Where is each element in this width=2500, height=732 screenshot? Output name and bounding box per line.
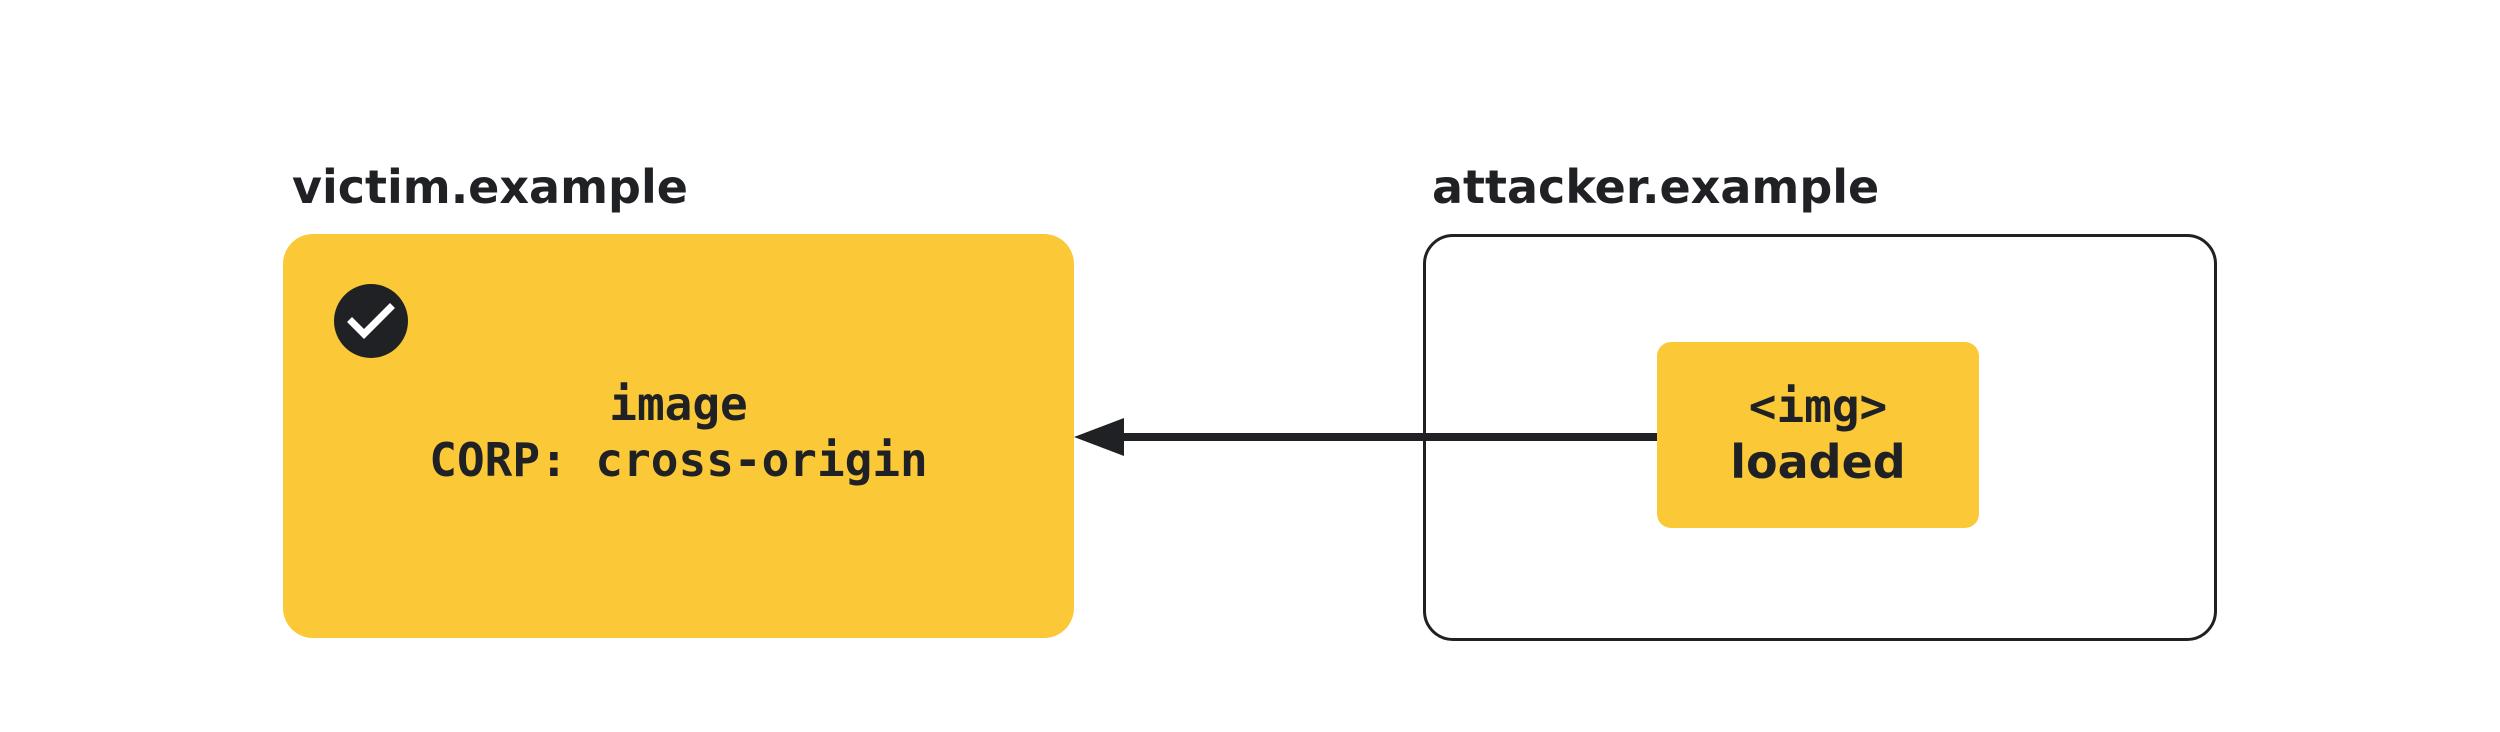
- victim-origin-title: victim.example: [292, 160, 688, 214]
- victim-resource-label: image CORP: cross-origin: [283, 376, 1074, 488]
- attacker-origin-title: attacker.example: [1432, 160, 1880, 214]
- corp-header-text: CORP: cross-origin: [429, 433, 928, 487]
- img-tag-text: <img>: [1748, 379, 1888, 433]
- arrow-head: [1074, 418, 1124, 456]
- resource-type-text: image: [609, 377, 748, 431]
- victim-resource-box: image CORP: cross-origin: [283, 234, 1074, 638]
- check-circle-icon: [334, 284, 408, 358]
- img-element-label: <img> loaded: [1657, 378, 1979, 490]
- loaded-status-text: loaded: [1730, 435, 1906, 489]
- img-element-box: <img> loaded: [1657, 342, 1979, 528]
